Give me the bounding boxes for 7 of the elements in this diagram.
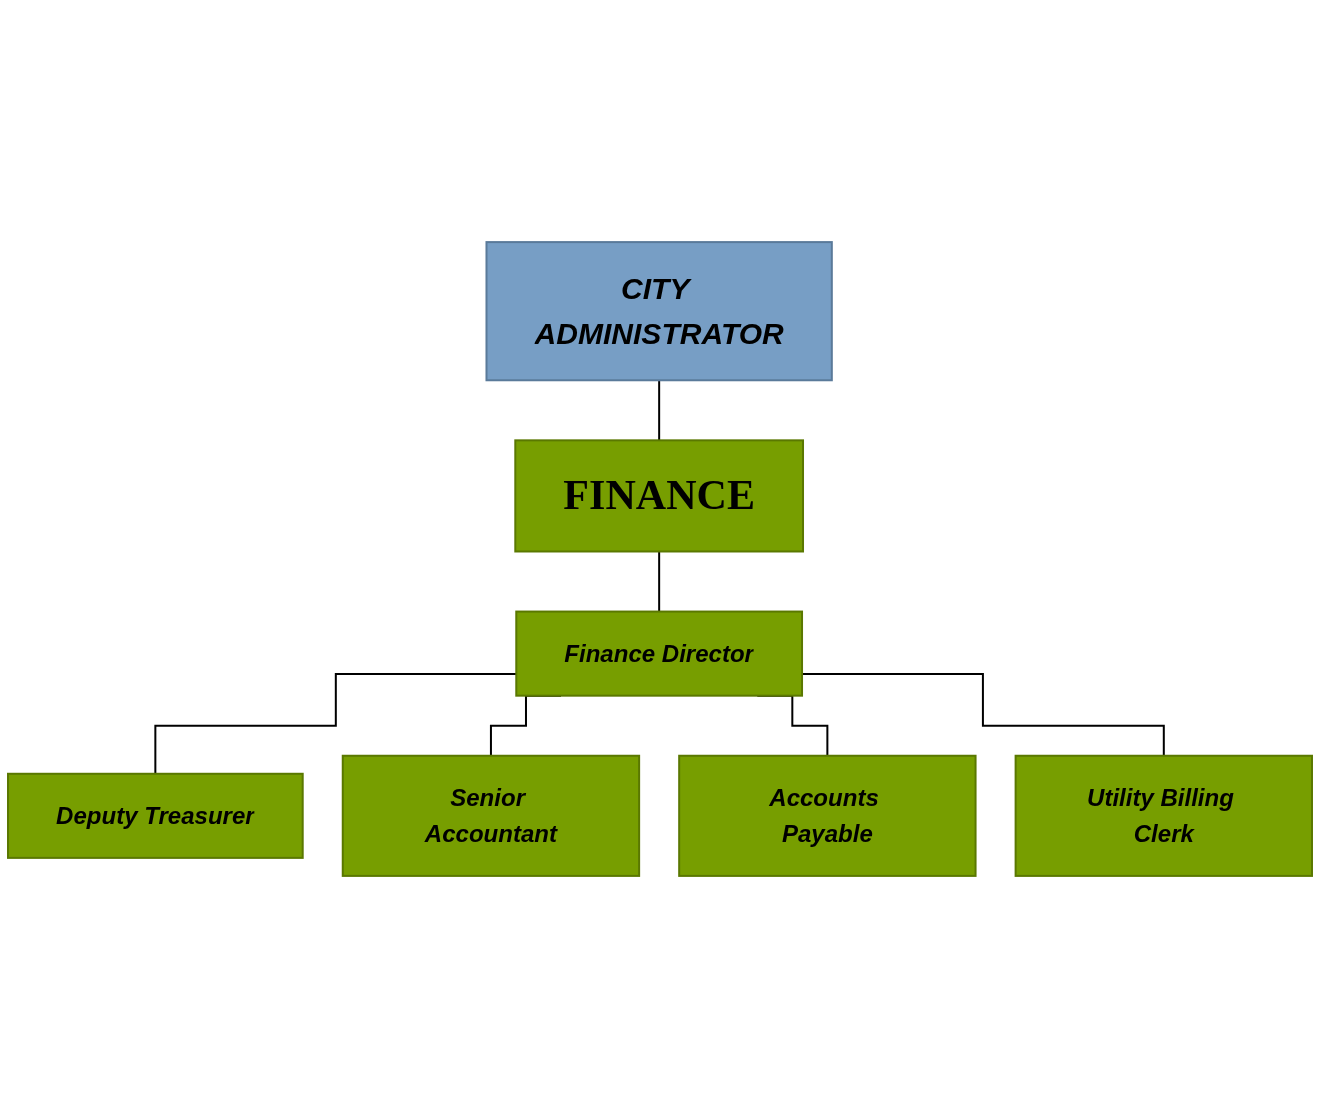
node-box: Accounts Payable — [678, 754, 977, 877]
node-box: Senior Accountant — [341, 754, 641, 877]
connector — [658, 550, 661, 613]
node-box: Utility Billing Clerk — [1014, 754, 1313, 877]
node-box: FINANCE — [514, 439, 804, 553]
connector — [658, 379, 661, 442]
node-box: CITY ADMINISTRATOR — [485, 241, 833, 382]
